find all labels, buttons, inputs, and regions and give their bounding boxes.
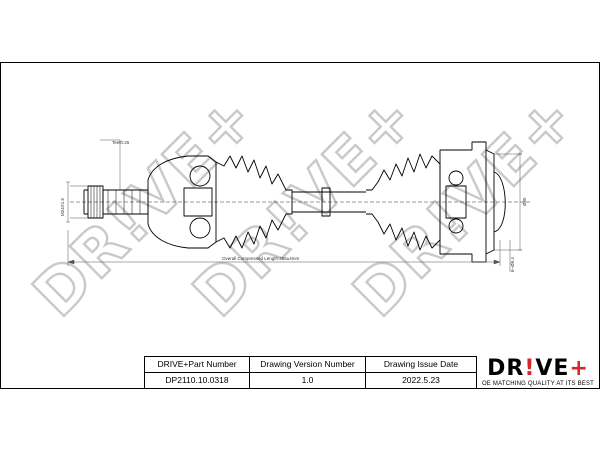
cv-ball-top xyxy=(189,165,211,187)
inner-stub xyxy=(493,171,506,233)
logo-tagline: OE MATCHING QUALITY AT ITS BEST xyxy=(481,381,595,387)
watermark-group: DR!VE+ DR!VE+ DR!VE+ xyxy=(18,79,591,332)
tripod-spider xyxy=(445,185,467,219)
inner-housing-flange xyxy=(485,149,495,255)
title-block-table: DRIVE+Part Number Drawing Version Number… xyxy=(144,356,477,389)
right-small-label: 6~Ø9.4 xyxy=(510,257,515,272)
left-dim-line xyxy=(66,181,88,223)
part-number-value: DP2110.10.0318 xyxy=(144,372,250,389)
title-block-value-row: DP2110.10.0318 1.0 2022.5.23 xyxy=(144,372,477,389)
length-arrow-right xyxy=(493,259,501,265)
length-arrow-left xyxy=(67,259,75,265)
title-block-header-row: DRIVE+Part Number Drawing Version Number… xyxy=(144,356,477,373)
main-shaft xyxy=(292,191,366,213)
shaft-collar xyxy=(321,187,331,217)
version-header: Drawing Version Number xyxy=(249,356,366,373)
cv-ball-bottom xyxy=(189,217,211,239)
cv-inner-race xyxy=(183,187,213,217)
tripod-roller-2 xyxy=(448,218,464,234)
teeth-leader xyxy=(100,139,121,190)
tripod-roller xyxy=(448,170,464,186)
right-diam-line xyxy=(494,153,522,251)
issue-date-value: 2022.5.23 xyxy=(365,372,477,389)
left-dim-label: M24X1.5 xyxy=(60,197,65,216)
part-number-header: DRIVE+Part Number xyxy=(144,356,250,373)
length-dim-line xyxy=(67,230,501,266)
right-diam-label: Ø85 xyxy=(522,197,527,206)
issue-date-header: Drawing Issue Date xyxy=(365,356,477,373)
outer-boot xyxy=(215,155,293,249)
brand-logo: DR!VE+ OE MATCHING QUALITY AT ITS BEST xyxy=(476,356,600,388)
dimensions xyxy=(66,139,522,272)
left-stub xyxy=(87,185,104,219)
dimension-labels: Teeth:25 M24X1.5 Overall Compressed Leng… xyxy=(60,140,527,272)
logo-text: DR!VE+ xyxy=(487,356,589,381)
version-value: 1.0 xyxy=(249,372,366,389)
length-label: Overall Compressed Length:456±4mm xyxy=(222,256,300,261)
teeth-label: Teeth:25 xyxy=(112,140,130,145)
logo-wordmark: DR!VE+ xyxy=(476,358,600,380)
